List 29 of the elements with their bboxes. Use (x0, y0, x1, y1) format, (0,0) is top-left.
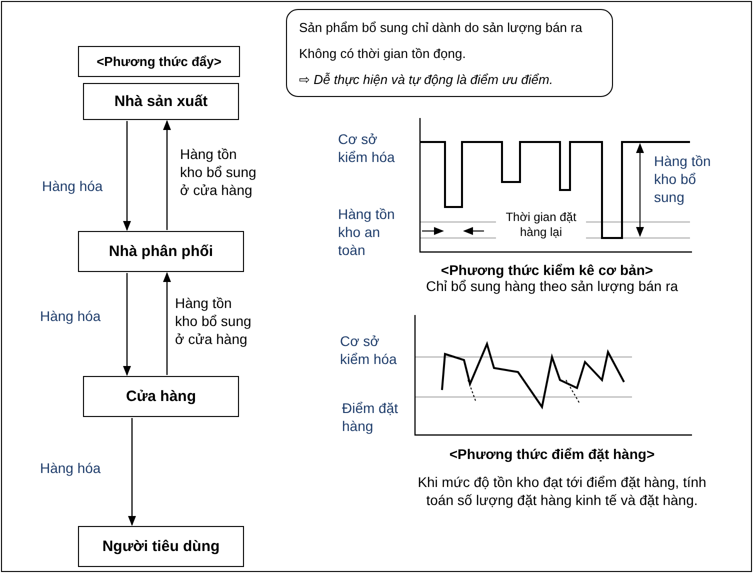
process-box: Nhà phân phối (78, 231, 244, 272)
axis-label: Hàng tồn kho an toàn (338, 205, 396, 259)
note-text: Không có thời gian tồn đọng. (299, 46, 466, 60)
note-box (286, 9, 613, 97)
chart-caption: Chỉ bổ sung hàng theo sản lượng bán ra (424, 278, 680, 295)
note-text: ⇨ Dễ thực hiện và tự động là điểm ưu điểm. (299, 72, 553, 86)
process-box: Cửa hàng (83, 376, 239, 417)
axis-label: Điểm đặt hàng (342, 399, 400, 435)
process-box: Nhà sản xuất (83, 83, 239, 120)
axis-label: Cơ sở kiểm hóa (340, 332, 398, 368)
arrow (128, 418, 136, 526)
edge-label: Hàng hóa (40, 459, 102, 477)
note-text: Sản phẩm bổ sung chỉ dành do sản lượng bán ra (299, 20, 582, 34)
arrow (123, 273, 131, 376)
chart-title: <Phương thức điểm đặt hàng> (448, 445, 656, 463)
edge-label: Hàng tồn kho bổ sung ở cửa hàng (180, 145, 258, 199)
heading-box: <Phương thức đẩy> (78, 46, 240, 77)
chart-title: <Phương thức kiểm kê cơ bản> (440, 261, 654, 279)
axis-label: Cơ sở kiểm hóa (338, 130, 396, 166)
edge-label: Hàng hóa (40, 307, 102, 325)
arrow (163, 272, 171, 375)
axis-label: Hàng tồn kho bổ sung (654, 152, 712, 206)
process-box: Người tiêu dùng (78, 526, 244, 567)
arrow (123, 121, 131, 231)
edge-label: Hàng hóa (42, 177, 104, 195)
chart-annotation: Thời gian đặt hàng lại (496, 210, 586, 240)
arrow (163, 120, 171, 230)
edge-label: Hàng tồn kho bổ sung ở cửa hàng (175, 294, 252, 348)
chart-caption: Khi mức độ tồn kho đạt tới điểm đặt hàng, tính toán số lượng đặt hàng kinh tế và đặt hàng. (416, 473, 708, 509)
